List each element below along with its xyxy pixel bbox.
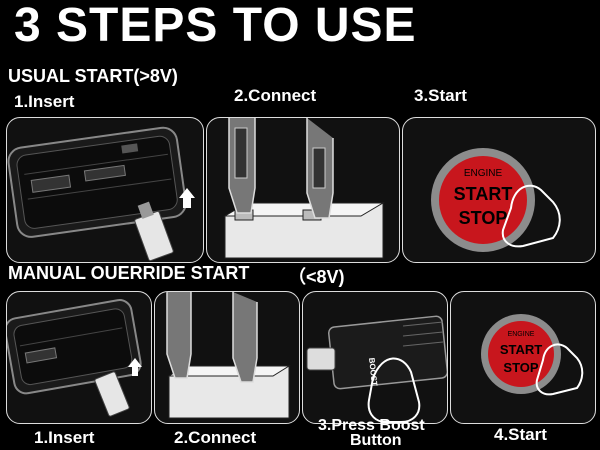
usual-step-start-label: 3.Start (414, 86, 467, 105)
manual-step-press-boost-label: 3.Press Boost (318, 417, 425, 434)
manual-start-panel: ENGINE START STOP (450, 291, 596, 424)
battery-clamps-illustration (166, 292, 291, 419)
boost-label: BOOST (367, 357, 379, 386)
manual-insert-panel (6, 291, 152, 424)
usual-step-connect-label: 2.Connect (234, 86, 317, 105)
manual-connect-panel (154, 291, 300, 424)
finger-press-icon (367, 357, 421, 423)
engine-text: ENGINE (508, 331, 535, 338)
battery-clamps-illustration (223, 118, 385, 259)
manual-press-boost-panel: BOOST (302, 291, 448, 424)
engine-text: ENGINE (464, 168, 503, 179)
start-text: START (500, 342, 542, 357)
engine-start-button-illustration: ENGINE START STOP (481, 314, 584, 396)
manual-step-start-label: 4.Start (494, 425, 547, 444)
usual-step-insert-label: 1.Insert (14, 92, 75, 111)
boost-button-press-illustration: BOOST (306, 315, 447, 423)
usual-insert-panel (6, 117, 204, 263)
usual-connect-panel (206, 117, 400, 263)
usual-start-heading: USUAL START(>8V) (8, 66, 178, 86)
finger-press-icon (535, 343, 584, 396)
manual-voltage-label: （<8V) (288, 267, 345, 287)
stop-text: STOP (459, 208, 508, 228)
jump-starter-insert-illustration (7, 299, 142, 417)
start-text: START (454, 184, 513, 204)
page-title: 3 STEPS TO USE (14, 0, 417, 52)
manual-start-heading: MANUAL OUERRIDE START (8, 263, 250, 283)
stop-text: STOP (503, 360, 538, 375)
usual-start-panel: ENGINE START STOP (402, 117, 596, 263)
manual-step-insert-label: 1.Insert (34, 428, 95, 447)
manual-step-connect-label: 2.Connect (174, 428, 257, 447)
finger-press-icon (501, 184, 561, 248)
jump-starter-insert-illustration (7, 126, 195, 262)
manual-step-button-label: Button (350, 432, 402, 449)
engine-start-button-illustration: ENGINE START STOP (431, 148, 561, 252)
